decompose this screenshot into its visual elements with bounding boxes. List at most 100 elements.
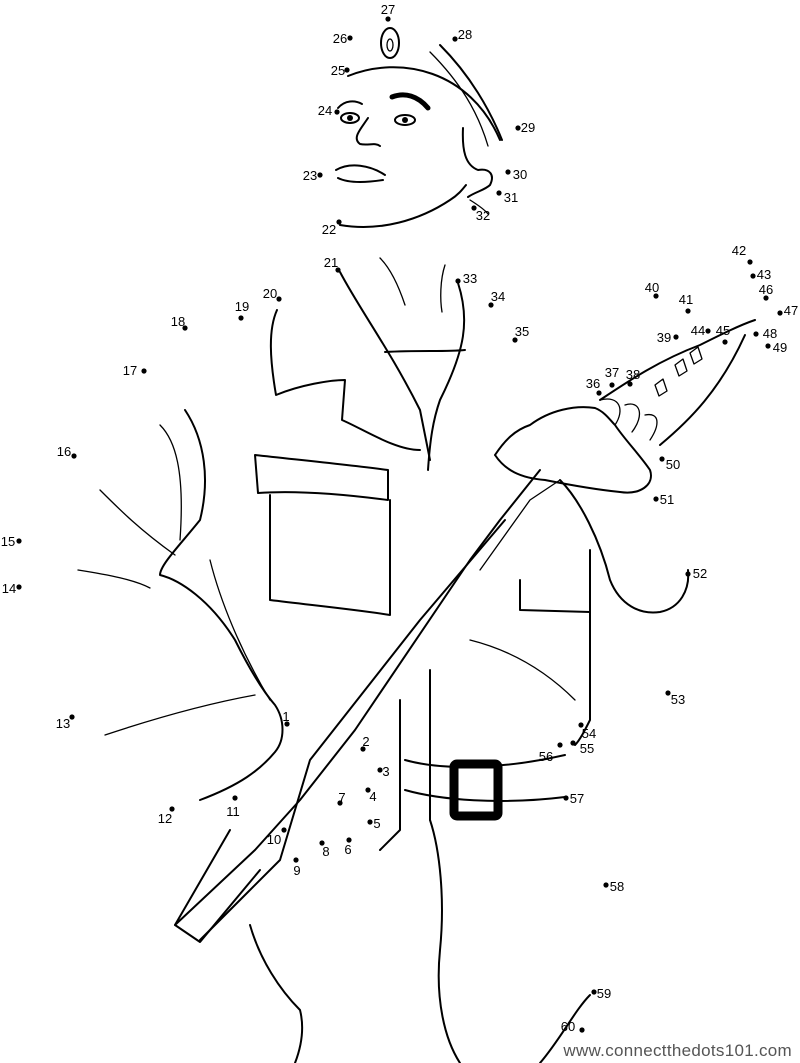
- dot-label: 26: [333, 31, 347, 46]
- dot-22[interactable]: [336, 219, 342, 225]
- dot-label: 3: [382, 764, 389, 779]
- dot-label: 18: [171, 314, 185, 329]
- dot-25[interactable]: [344, 67, 350, 73]
- dot-31[interactable]: [496, 190, 502, 196]
- dot-24[interactable]: [334, 109, 340, 115]
- dot-60[interactable]: [579, 1027, 585, 1033]
- dot-label: 15: [1, 534, 15, 549]
- dot-label: 35: [515, 324, 529, 339]
- dot-27[interactable]: [385, 16, 391, 22]
- dot-label: 42: [732, 243, 746, 258]
- dot-label: 23: [303, 168, 317, 183]
- dot-label: 54: [582, 726, 596, 741]
- dot-42[interactable]: [747, 259, 753, 265]
- dot-50[interactable]: [659, 456, 665, 462]
- dot-36[interactable]: [596, 390, 602, 396]
- dot-7[interactable]: [337, 800, 343, 806]
- dot-55[interactable]: [570, 740, 576, 746]
- dot-label: 57: [570, 791, 584, 806]
- dot-label: 41: [679, 292, 693, 307]
- dot-38[interactable]: [627, 381, 633, 387]
- torso: [77, 257, 591, 801]
- dot-11[interactable]: [232, 795, 238, 801]
- dot-1[interactable]: [284, 721, 290, 727]
- dot-label: 7: [338, 790, 345, 805]
- dot-18[interactable]: [182, 325, 188, 331]
- dot-label: 21: [324, 255, 338, 270]
- hands: [494, 319, 756, 614]
- dot-label: 55: [580, 741, 594, 756]
- dot-label: 44: [691, 323, 705, 338]
- watermark: www.connectthedots101.com: [563, 1041, 792, 1060]
- dot-label: 22: [322, 222, 336, 237]
- dot-58[interactable]: [603, 882, 609, 888]
- dot-label: 29: [521, 120, 535, 135]
- dot-8[interactable]: [319, 840, 325, 846]
- dot-label: 37: [605, 365, 619, 380]
- dot-44[interactable]: [705, 328, 711, 334]
- dot-53[interactable]: [665, 690, 671, 696]
- dot-51[interactable]: [653, 496, 659, 502]
- dot-16[interactable]: [71, 453, 77, 459]
- dot-48[interactable]: [753, 331, 759, 337]
- dot-40[interactable]: [653, 293, 659, 299]
- dot-label: 8: [322, 844, 329, 859]
- dot-label: 20: [263, 286, 277, 301]
- dot-47[interactable]: [777, 310, 783, 316]
- dot-56[interactable]: [557, 742, 563, 748]
- dot-15[interactable]: [16, 538, 22, 544]
- rifle: [174, 469, 561, 943]
- dot-label: 1: [282, 709, 289, 724]
- dot-label: 45: [716, 323, 730, 338]
- dot-33[interactable]: [455, 278, 461, 284]
- dot-20[interactable]: [276, 296, 282, 302]
- face: [335, 92, 493, 228]
- dot-label: 38: [626, 367, 640, 382]
- dot-45[interactable]: [722, 339, 728, 345]
- dot-17[interactable]: [141, 368, 147, 374]
- belt: [404, 754, 566, 821]
- dot-46[interactable]: [763, 295, 769, 301]
- dot-54[interactable]: [578, 722, 584, 728]
- dot-41[interactable]: [685, 308, 691, 314]
- dot-32[interactable]: [471, 205, 477, 211]
- dot-label: 58: [610, 879, 624, 894]
- dot-19[interactable]: [238, 315, 244, 321]
- dot-34[interactable]: [488, 302, 494, 308]
- dot-2[interactable]: [360, 746, 366, 752]
- dot-label: 17: [123, 363, 137, 378]
- dot-label: 39: [657, 330, 671, 345]
- dot-5[interactable]: [367, 819, 373, 825]
- dot-30[interactable]: [505, 169, 511, 175]
- dot-label: 60: [561, 1019, 575, 1034]
- dot-26[interactable]: [347, 35, 353, 41]
- dot-29[interactable]: [515, 125, 521, 131]
- dot-52[interactable]: [685, 571, 691, 577]
- dot-13[interactable]: [69, 714, 75, 720]
- dot-label: 43: [757, 267, 771, 282]
- dot-49[interactable]: [765, 343, 771, 349]
- dot-label: 31: [504, 190, 518, 205]
- belt-buckle: [449, 759, 503, 821]
- dot-label: 9: [293, 863, 300, 878]
- numbered-dots: 1234567891011121314151617181920212223242…: [1, 2, 798, 1034]
- dot-37[interactable]: [609, 382, 615, 388]
- dot-10[interactable]: [281, 827, 287, 833]
- dot-4[interactable]: [365, 787, 371, 793]
- dot-12[interactable]: [169, 806, 175, 812]
- dot-label: 48: [763, 326, 777, 341]
- dot-39[interactable]: [673, 334, 679, 340]
- dot-23[interactable]: [317, 172, 323, 178]
- dot-9[interactable]: [293, 857, 299, 863]
- dot-14[interactable]: [16, 584, 22, 590]
- dot-6[interactable]: [346, 837, 352, 843]
- dot-57[interactable]: [563, 795, 569, 801]
- dot-43[interactable]: [750, 273, 756, 279]
- dot-28[interactable]: [452, 36, 458, 42]
- dot-label: 4: [369, 789, 376, 804]
- dot-59[interactable]: [591, 989, 597, 995]
- dot-21[interactable]: [335, 267, 341, 273]
- dot-35[interactable]: [512, 337, 518, 343]
- dot-3[interactable]: [377, 767, 383, 773]
